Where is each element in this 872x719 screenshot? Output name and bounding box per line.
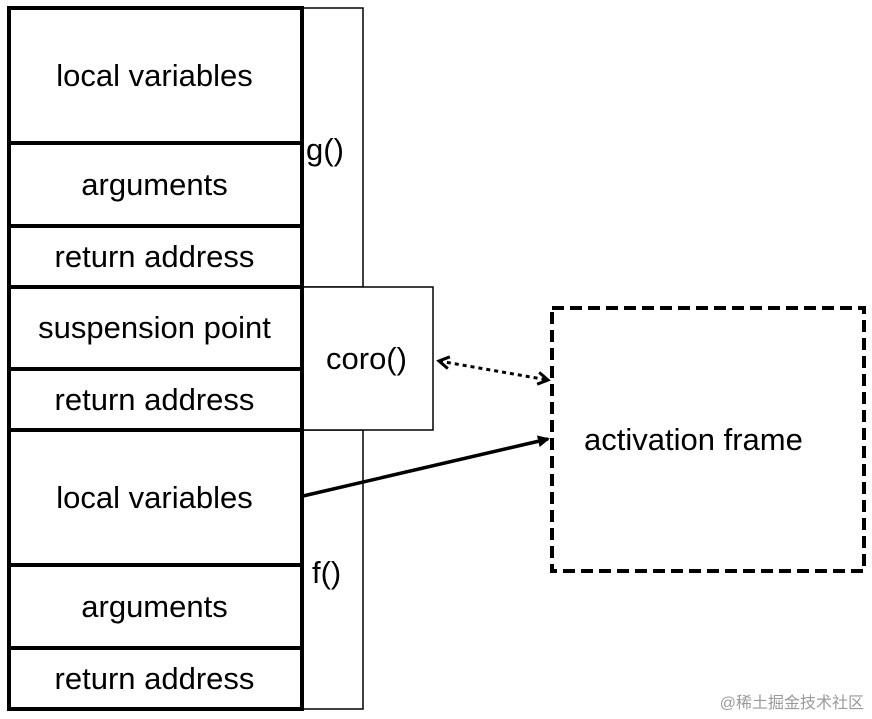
stack-cell-return-address: return address <box>54 238 255 274</box>
coro-activation-dotted-arrow <box>439 361 548 380</box>
stack-cell-local-variables: local variables <box>56 479 253 515</box>
stack-cell-return-address: return address <box>54 381 255 417</box>
locals-activation-solid-arrow <box>302 435 550 498</box>
f-frame-label: f() <box>312 555 342 590</box>
activation-frame-box <box>550 306 866 573</box>
coro-frame-label: coro() <box>326 341 407 376</box>
stack-cell-arguments: arguments <box>81 166 228 202</box>
activation-frame-label: activation frame <box>584 422 803 457</box>
watermark: @稀土掘金技术社区 <box>719 695 864 712</box>
coro-frame-box <box>301 286 434 431</box>
stack-cell-arguments: arguments <box>81 588 228 624</box>
stack-cell-local-variables: local variables <box>56 57 253 93</box>
stack-cell-return-address: return address <box>54 660 255 696</box>
stack-outline <box>7 6 304 711</box>
stack-cell-suspension-point: suspension point <box>38 310 271 345</box>
g-frame-label: g() <box>306 132 344 167</box>
